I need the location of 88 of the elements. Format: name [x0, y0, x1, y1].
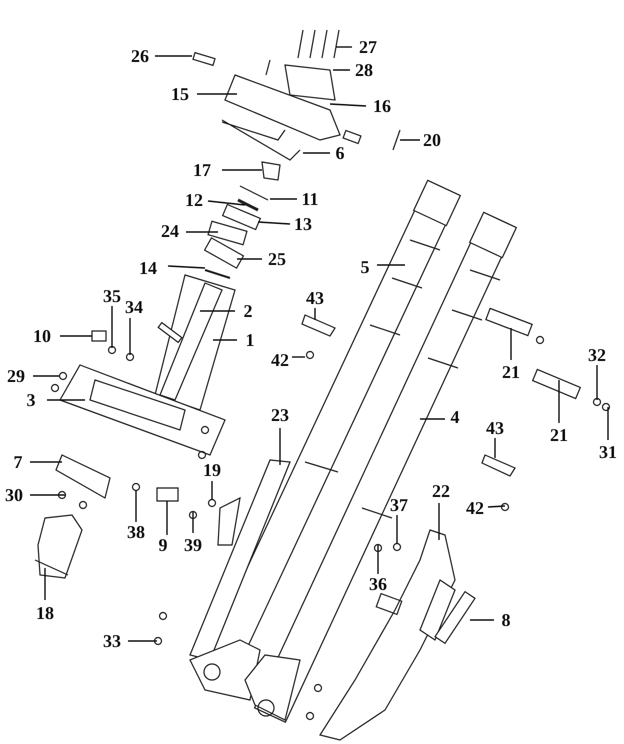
leader-line — [396, 515, 398, 544]
callout-number: 36 — [369, 575, 387, 593]
callout-number: 43 — [486, 419, 504, 437]
leader-line — [258, 221, 290, 225]
callout-number: 39 — [184, 536, 202, 554]
callout-number: 4 — [450, 408, 460, 426]
leader-line — [279, 428, 281, 465]
callout-number: 6 — [336, 144, 344, 162]
callout-number: 32 — [588, 346, 606, 364]
callout-number: 37 — [390, 496, 408, 514]
leader-line — [30, 461, 62, 463]
callout-number: 16 — [373, 97, 391, 115]
callout-number: 42 — [466, 499, 484, 517]
callout-number: 2 — [244, 302, 252, 320]
callout-number: 21 — [550, 426, 568, 444]
callout-number: 13 — [294, 215, 312, 233]
leader-line — [168, 265, 206, 269]
leader-line — [270, 198, 297, 200]
leader-line — [213, 339, 237, 341]
leader-line — [400, 139, 420, 141]
callout-number: 31 — [599, 443, 617, 461]
callout-number: 21 — [502, 363, 520, 381]
leader-line — [303, 152, 330, 154]
leader-line — [192, 512, 194, 533]
leader-line — [128, 640, 157, 642]
leader-line — [44, 568, 46, 600]
callout-number: 38 — [127, 523, 145, 541]
callout-number: 42 — [271, 351, 289, 369]
leader-line — [197, 93, 237, 95]
leader-line — [314, 308, 316, 320]
leader-line — [208, 200, 246, 206]
leader-line — [60, 335, 92, 337]
callout-number: 33 — [103, 632, 121, 650]
callout-number: 10 — [33, 327, 51, 345]
leader-line — [135, 490, 137, 522]
leader-line — [488, 505, 506, 508]
leader-line — [336, 46, 352, 48]
callout-number: 18 — [36, 604, 54, 622]
callout-number: 27 — [359, 38, 377, 56]
leader-line — [30, 494, 65, 496]
callout-number: 30 — [5, 486, 23, 504]
callout-number: 22 — [432, 482, 450, 500]
callout-number: 17 — [193, 161, 211, 179]
leader-line — [470, 619, 494, 621]
callout-number: 43 — [306, 289, 324, 307]
callout-number: 26 — [131, 47, 149, 65]
callout-number: 12 — [185, 191, 203, 209]
callout-number: 23 — [271, 406, 289, 424]
leader-line — [438, 503, 440, 540]
leader-line — [607, 407, 609, 440]
callout-number: 20 — [423, 131, 441, 149]
leader-line — [166, 501, 168, 535]
callout-number: 34 — [125, 298, 143, 316]
leader-line — [377, 264, 405, 266]
leader-line — [377, 545, 379, 574]
leader-line — [33, 375, 59, 377]
leader-line — [200, 310, 235, 312]
callout-number: 7 — [14, 453, 22, 471]
leader-line — [596, 365, 598, 400]
callout-number: 29 — [7, 367, 25, 385]
leader-line — [222, 169, 262, 171]
leader-line — [211, 481, 213, 500]
callout-number: 28 — [355, 61, 373, 79]
callout-number: 9 — [158, 536, 168, 554]
callout-number: 11 — [302, 190, 318, 208]
leader-line — [237, 258, 262, 260]
leader-line — [47, 399, 85, 401]
callout-number: 35 — [103, 287, 121, 305]
leader-line — [420, 418, 445, 420]
leader-line — [510, 328, 512, 360]
callout-number: 1 — [246, 331, 254, 349]
leader-line — [333, 69, 350, 71]
leader-line — [186, 231, 218, 233]
callout-number: 24 — [161, 222, 179, 240]
leader-line — [129, 318, 131, 355]
leader-line — [111, 306, 113, 348]
callout-number: 19 — [203, 461, 221, 479]
callout-number: 3 — [26, 391, 36, 409]
callout-number: 8 — [502, 611, 510, 629]
leader-line — [292, 356, 305, 358]
leader-line — [330, 103, 366, 107]
leader-line — [558, 380, 560, 423]
leader-line — [155, 55, 192, 57]
callout-number: 5 — [360, 258, 370, 276]
callout-number: 14 — [139, 259, 157, 277]
callout-number: 25 — [268, 250, 286, 268]
callout-number: 15 — [171, 85, 189, 103]
leader-line — [494, 438, 496, 458]
